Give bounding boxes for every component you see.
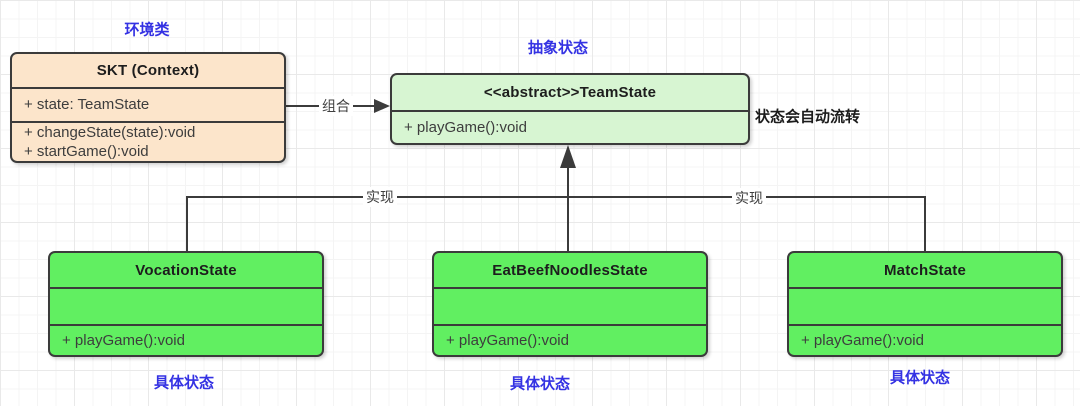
composition-arrowhead-icon bbox=[374, 99, 390, 113]
class-method: + playGame():void bbox=[801, 332, 924, 349]
class-attributes-empty bbox=[50, 287, 322, 324]
class-methods-eat-beef-noodles-state: + playGame():void bbox=[434, 324, 706, 355]
class-methods-team-state: + playGame():void bbox=[392, 110, 748, 143]
class-attribute: + state: TeamState bbox=[24, 96, 150, 114]
class-box-vocation-state: VocationState + playGame():void bbox=[48, 251, 324, 357]
class-methods-match-state: + playGame():void bbox=[789, 324, 1061, 355]
class-title-team-state: <<abstract>>TeamState bbox=[483, 84, 657, 101]
realization-drop-left-line bbox=[186, 196, 188, 252]
realization-edge-label-right: 实现 bbox=[732, 188, 766, 208]
realization-trunk-line bbox=[186, 196, 926, 198]
annotation-concrete-state-2: 具体状态 bbox=[509, 375, 571, 393]
class-box-context: SKT (Context) + state: TeamState + chang… bbox=[10, 52, 286, 163]
class-methods-context: + changeState(state):void + startGame():… bbox=[12, 121, 284, 161]
annotation-auto-flow-note: 状态会自动流转 bbox=[755, 108, 861, 126]
class-attributes-context: + state: TeamState bbox=[12, 86, 284, 121]
class-box-match-state: MatchState + playGame():void bbox=[787, 251, 1063, 357]
class-methods-vocation-state: + playGame():void bbox=[50, 324, 322, 355]
annotation-abstract-state: 抽象状态 bbox=[527, 39, 589, 57]
realization-drop-right-line bbox=[924, 196, 926, 252]
class-title-eat-beef-noodles-state: EatBeefNoodlesState bbox=[492, 261, 648, 279]
class-box-team-state: <<abstract>>TeamState + playGame():void bbox=[390, 73, 750, 145]
class-title-context: SKT (Context) bbox=[96, 61, 200, 79]
class-method: + startGame():void bbox=[24, 143, 149, 160]
annotation-environment-class: 环境类 bbox=[124, 21, 170, 39]
class-box-eat-beef-noodles-state: EatBeefNoodlesState + playGame():void bbox=[432, 251, 708, 357]
class-title-match-state: MatchState bbox=[883, 261, 967, 279]
class-title-vocation-state: VocationState bbox=[135, 261, 237, 279]
class-attributes-empty bbox=[434, 287, 706, 324]
class-method: + playGame():void bbox=[404, 119, 527, 136]
annotation-concrete-state-1: 具体状态 bbox=[153, 374, 215, 392]
class-method: + playGame():void bbox=[62, 332, 185, 349]
realization-riser-line bbox=[567, 160, 569, 252]
composition-edge-label: 组合 bbox=[319, 96, 353, 116]
realization-edge-label-left: 实现 bbox=[363, 187, 397, 207]
class-method: + changeState(state):void bbox=[24, 124, 196, 141]
annotation-concrete-state-3: 具体状态 bbox=[889, 369, 951, 387]
class-method: + playGame():void bbox=[446, 332, 569, 349]
realization-arrowhead-icon bbox=[560, 145, 576, 168]
class-attributes-empty bbox=[789, 287, 1061, 324]
